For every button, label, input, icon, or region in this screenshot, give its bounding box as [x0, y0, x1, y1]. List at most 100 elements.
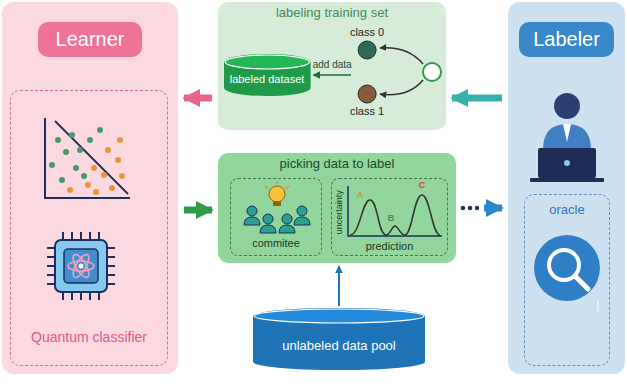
peak-label: C	[419, 180, 426, 190]
scatter-plot-icon-part	[101, 172, 107, 178]
scatter-plot-icon-part	[93, 189, 99, 195]
committee-icon-part	[276, 181, 278, 184]
committee-icon	[244, 181, 310, 233]
quantum-chip-icon-part	[71, 292, 73, 300]
learner-panel: LearnerQuantum classifier	[2, 2, 178, 374]
committee-box: commitee	[230, 178, 322, 256]
quantum-chip-icon-part	[80, 232, 82, 240]
quantum-chip-icon-part	[80, 292, 82, 300]
scatter-plot-icon-part	[69, 132, 75, 138]
node-label: prediction	[366, 240, 414, 253]
quantum-chip-icon	[47, 232, 115, 300]
quantum-chip-icon-part	[47, 274, 55, 276]
scatter-plot-icon-part	[45, 118, 130, 198]
person-icon-part	[530, 178, 604, 182]
quantum-chip-icon-part	[62, 292, 64, 300]
node-label: class 1	[350, 105, 384, 118]
uncertainty-plot	[348, 186, 442, 236]
unlabeled-sample	[380, 48, 441, 95]
quantum-chip-icon-part	[70, 252, 92, 280]
unlabeled-sample-part	[380, 80, 423, 95]
quantum-chip-icon-part	[107, 283, 115, 285]
scatter-plot-icon-part	[109, 185, 115, 191]
ellipsis-dots-part	[461, 206, 465, 210]
magnifier-icon	[534, 235, 600, 312]
magnifier-icon-part	[534, 235, 600, 301]
magnifier-icon-part	[598, 300, 599, 312]
scatter-plot-icon-part	[119, 173, 125, 179]
node-label: labeling training set	[276, 6, 388, 21]
quantum-chip-icon-part	[47, 232, 115, 300]
person-icon-part	[554, 93, 580, 119]
query-arrow	[184, 207, 212, 214]
cylinder-body	[224, 54, 311, 96]
uncertainty-plot-part	[348, 186, 442, 236]
committee-icon-part	[247, 206, 257, 216]
uncertainty-plot-part	[350, 195, 440, 235]
person-icon-part	[538, 148, 596, 178]
classifier-box: Quantum classifier	[10, 90, 168, 366]
ellipsis-dots	[461, 206, 479, 210]
committee-icon-part	[265, 186, 268, 189]
peak-label: A	[357, 190, 364, 200]
quantum-chip-icon-part	[47, 247, 55, 249]
oracle-box: oracle	[524, 194, 610, 366]
quantum-chip-icon-part	[107, 247, 115, 249]
person-icon-part	[563, 124, 571, 142]
panel-heading: Learner	[38, 22, 143, 57]
scatter-plot-icon-part	[105, 147, 111, 153]
quantum-chip-icon-part	[47, 283, 55, 285]
quantum-chip-icon-part	[107, 274, 115, 276]
committee-icon-part	[263, 214, 273, 224]
quantum-chip-icon-part	[79, 264, 84, 269]
labeler-panel: Labeleroracle	[508, 2, 625, 374]
scatter-plot-icon-part	[91, 165, 97, 171]
node-label: class 0	[350, 26, 384, 39]
unlabeled-pool-cylinder: unlabeled data pool	[253, 308, 425, 370]
scatter-plot-icon-part	[81, 173, 87, 179]
node-label: unlabeled data pool	[282, 339, 396, 354]
quantum-chip-icon-part	[47, 256, 55, 258]
quantum-chip-icon-part	[68, 261, 94, 271]
scatter-plot-icon-part	[59, 177, 65, 183]
quantum-chip-icon-part	[70, 252, 92, 280]
magnifier-icon-part	[575, 276, 588, 289]
feedback-arrow	[184, 95, 212, 102]
node-label: labeled dataset	[230, 73, 305, 86]
committee-icon-part	[282, 214, 292, 224]
scatter-plot-icon-part	[49, 162, 55, 168]
class-1-sample: class 1	[344, 84, 390, 118]
quantum-chip-icon-part	[107, 265, 115, 267]
node-label: oracle	[549, 203, 584, 218]
label-arrow	[452, 95, 502, 102]
scatter-plot-icon-part	[117, 137, 123, 143]
scatter-plot-icon-part	[115, 157, 121, 163]
sample-dot	[358, 41, 376, 59]
scatter-plot-icon	[45, 118, 130, 198]
peak-label: B	[388, 213, 395, 223]
committee-icon-part	[294, 217, 310, 225]
quantum-chip-icon-part	[64, 249, 98, 283]
scatter-plot-icon-part	[55, 121, 128, 194]
scatter-plot-icon-part	[73, 165, 79, 171]
person-icon	[530, 93, 604, 182]
scatter-plot-icon-part	[97, 127, 103, 133]
magnifier-icon-part	[549, 250, 579, 280]
scatter-plot-icon-part	[63, 149, 69, 155]
send-arrow	[484, 205, 502, 212]
committee-icon-part	[286, 186, 289, 189]
quantum-chip-icon-part	[89, 232, 91, 240]
pool-arrow	[338, 266, 340, 306]
unlabeled-sample-part	[423, 63, 441, 81]
quantum-chip-icon-part	[89, 292, 91, 300]
axis-label: uncertainty	[334, 190, 344, 234]
committee-icon-part	[260, 225, 276, 233]
cylinder-body	[253, 308, 425, 370]
person-icon-part	[564, 160, 570, 166]
node-label: Quantum classifier	[31, 329, 147, 345]
committee-icon-part	[244, 217, 260, 225]
scatter-plot-icon-part	[85, 182, 91, 188]
scatter-plot-icon-part	[77, 147, 83, 153]
committee-icon-part	[297, 206, 307, 216]
cylinder-top	[225, 55, 310, 69]
